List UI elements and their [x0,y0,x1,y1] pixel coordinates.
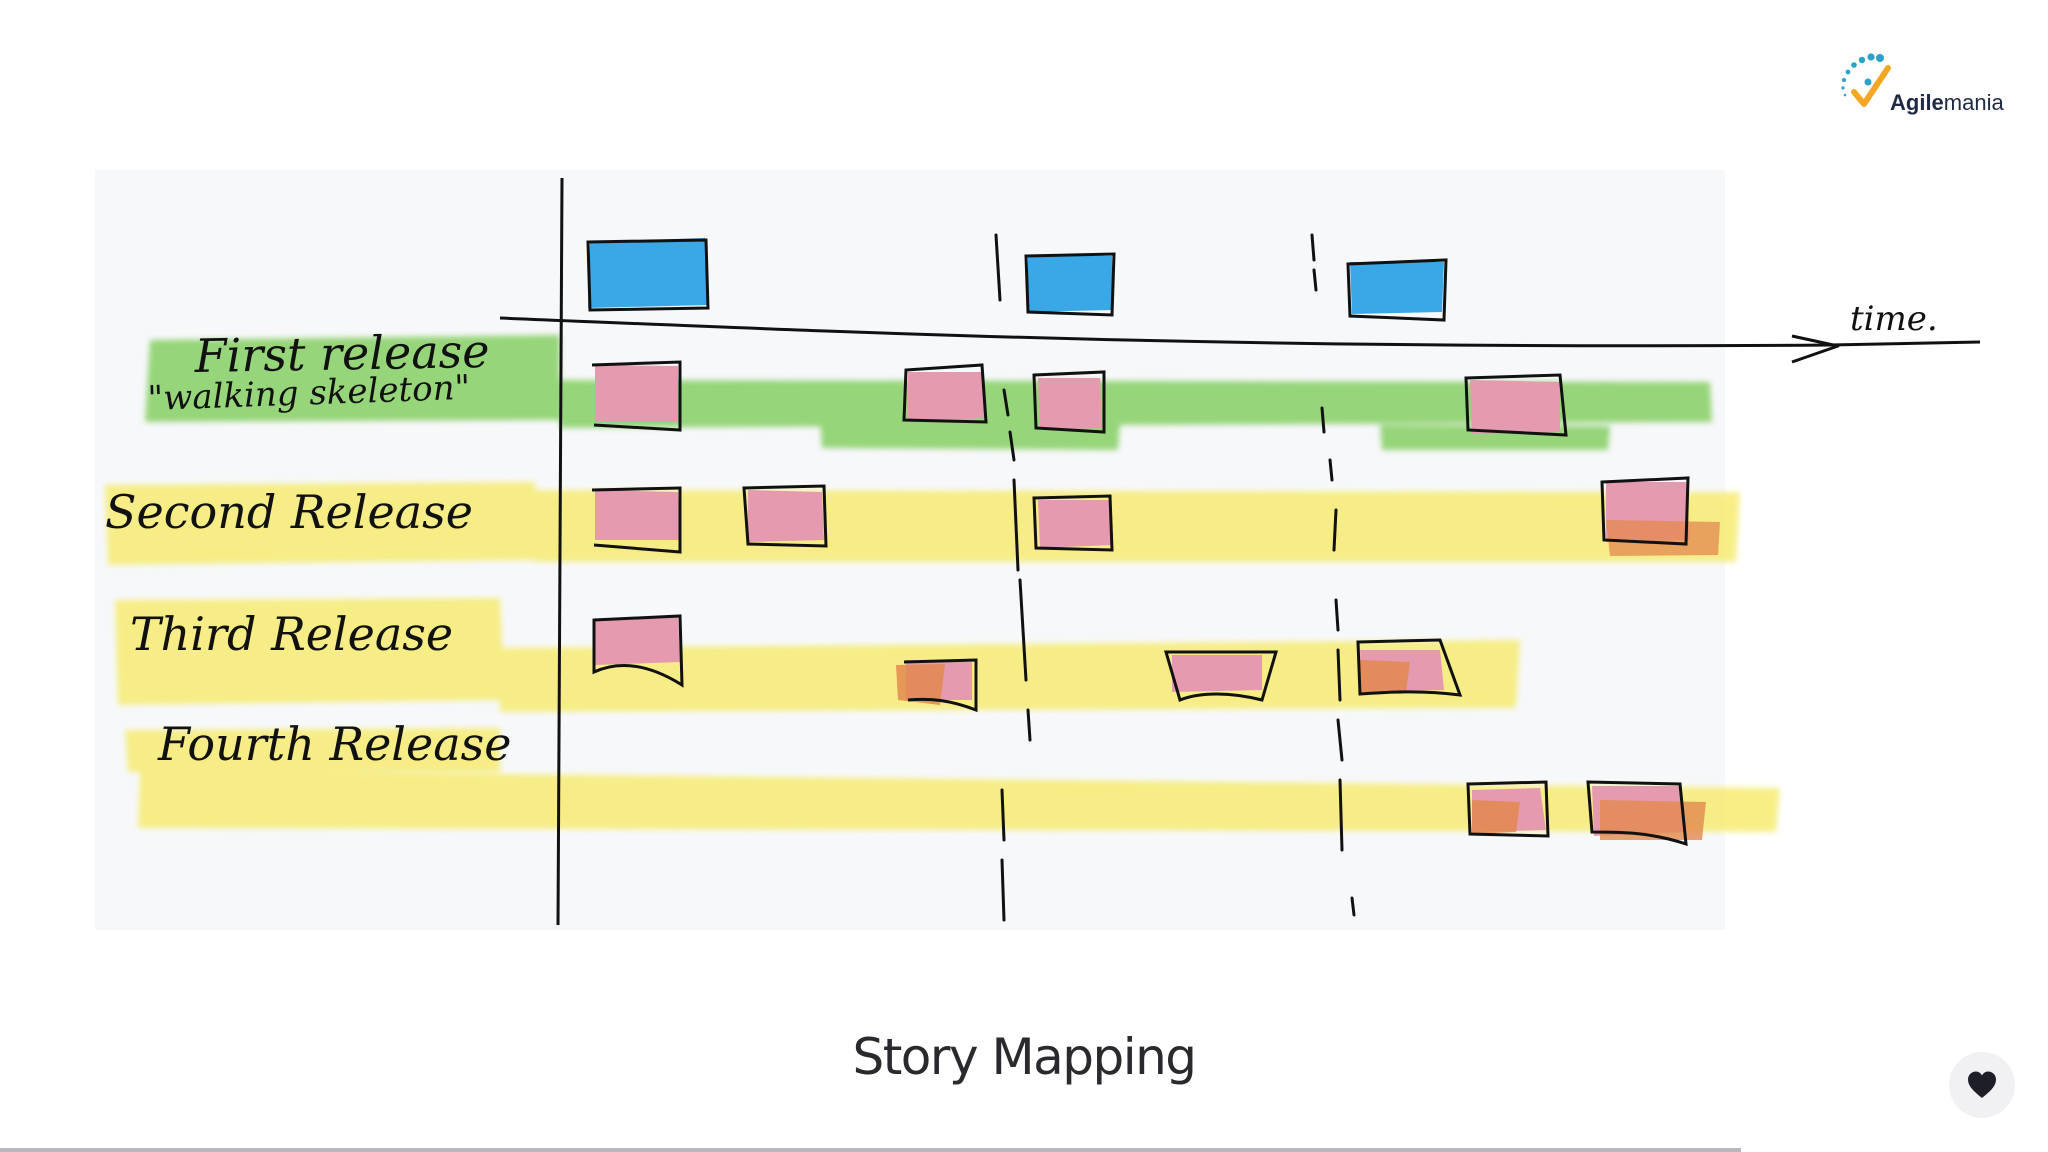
heart-icon [1968,1071,1996,1098]
blue-card-1 [586,238,710,312]
story-card-first-4 [1464,373,1568,437]
row-label-second-release: Second Release [105,485,473,539]
agilemania-check-icon [1841,53,1891,107]
brand-name-bold: Agile [1890,90,1944,115]
time-axis-line [499,316,1981,348]
story-card-third-1 [592,614,684,688]
band-second-release [535,490,1740,562]
blue-card-2 [1024,252,1116,317]
story-card-third-2 [896,658,978,713]
band-first-release-label [145,335,560,422]
story-card-first-3 [1032,370,1106,434]
story-card-second-1 [591,486,682,554]
band-first-release [560,380,1712,428]
agilemania-logo: Agilemania [1840,52,2020,122]
band-fourth-release [138,770,1780,832]
like-button[interactable] [1949,1052,2015,1118]
agilemania-wordmark: Agilemania [1890,90,2004,116]
band-fourth-release-label [125,728,500,772]
row-label-first-release: First release [193,324,490,383]
brand-name-light: mania [1943,90,2004,115]
story-card-fourth-1 [1466,780,1550,838]
story-card-first-2 [902,363,988,424]
story-card-second-4 [1600,476,1720,556]
band-second-release-label [105,482,535,565]
slide-title: Story Mapping [852,1028,1197,1086]
time-axis-label: time. [1850,299,1938,339]
story-card-third-4 [1356,638,1463,697]
slide-progress-fill [0,1148,1741,1152]
vertical-axis-line [556,177,564,926]
time-axis-arrowhead-icon [1791,334,1840,364]
row-label-fourth-release: Fourth Release [157,717,512,771]
row-label-third-release: Third Release [130,607,453,661]
blue-card-3 [1346,258,1448,322]
story-map-sketch: time. [95,170,1981,930]
story-card-second-3 [1032,494,1114,552]
story-card-second-2 [742,484,828,548]
dashed-separator-2 [1310,233,1356,917]
story-card-fourth-2 [1586,780,1706,847]
dashed-separator-1 [994,233,1032,922]
slide-progress-track [0,1148,2048,1152]
story-card-third-3 [1164,650,1278,703]
band-third-release-label [115,598,505,705]
story-card-first-1 [591,360,682,432]
